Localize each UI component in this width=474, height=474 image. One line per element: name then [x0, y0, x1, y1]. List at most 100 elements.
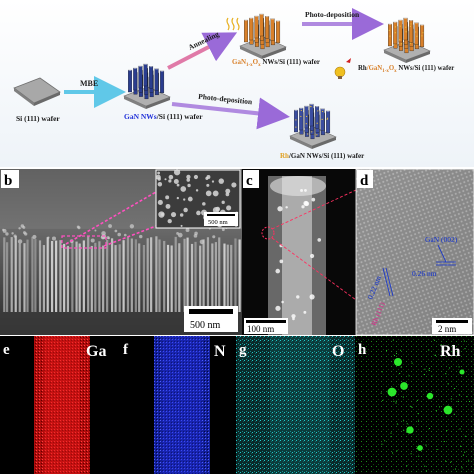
haadf-particle — [275, 305, 281, 311]
si-wafer-illustration — [13, 77, 61, 106]
panel-b-letter-bg — [1, 170, 19, 188]
rh-signal-dot — [423, 374, 425, 376]
sem-pillar — [31, 236, 34, 312]
rh-signal-dot — [399, 372, 401, 374]
inset-nanowire-top — [195, 189, 199, 192]
rh-signal-dot — [450, 461, 452, 463]
panel-d-letter: d — [360, 173, 369, 189]
nanowire-pillar — [270, 18, 275, 41]
sem-grain — [106, 236, 110, 240]
rh-map-particles — [380, 339, 470, 472]
inset-nanowire-top — [212, 190, 219, 197]
rh-signal-dot — [464, 348, 466, 350]
inset-nanowire-top — [205, 176, 209, 180]
sem-pillar — [87, 236, 90, 312]
sem-grain — [212, 235, 216, 239]
inset-nanowire-top — [170, 212, 177, 218]
nanowire-pillar — [414, 22, 419, 45]
sem-pillar — [75, 241, 78, 312]
rh-signal-dot — [396, 450, 398, 452]
sem-grain — [94, 229, 97, 232]
rh-signal-dot — [416, 399, 418, 401]
sem-pillar — [114, 245, 117, 312]
rh-signal-dot — [434, 355, 436, 357]
sem-pillar — [214, 242, 217, 312]
inset-nanowire-top — [206, 183, 210, 187]
rh-signal-dot — [400, 366, 402, 368]
panel-d-scalebar-label: 2 nm — [438, 324, 456, 334]
panel-c-scalebar-line — [246, 320, 286, 323]
nanowire-pillar — [294, 109, 298, 133]
rh-signal-dot — [457, 400, 459, 402]
rh-signal-dot — [454, 387, 456, 389]
rh-particle — [459, 369, 465, 375]
panel-h-letter: h — [358, 342, 367, 358]
nanowire-pillar — [259, 13, 264, 37]
inset-nanowire-top — [211, 180, 215, 183]
panel-b-scalebar-label: 500 nm — [190, 320, 221, 331]
inset-nanowire-top — [218, 178, 225, 184]
sem-grain — [13, 234, 17, 238]
inset-nanowire-top — [186, 174, 191, 180]
haadf-particle — [300, 189, 304, 192]
sem-pillar — [3, 237, 6, 312]
sem-pillar — [202, 239, 205, 312]
sem-pillar — [146, 238, 149, 312]
sem-pillar — [23, 243, 26, 312]
rh-signal-dot — [424, 465, 426, 467]
rh-signal-dot — [396, 423, 398, 425]
sem-pillar — [59, 240, 62, 312]
haadf-particle — [311, 197, 316, 202]
inset-nanowire-top — [161, 212, 165, 217]
nanowire-pillar — [254, 15, 259, 39]
inset-nanowire-top — [196, 210, 201, 216]
inset-nanowire-top — [186, 178, 191, 182]
inset-nanowire-top — [157, 199, 163, 205]
sem-pillar — [166, 244, 170, 312]
si-wafer-label: Si (111) wafer — [16, 114, 60, 123]
sem-grain — [199, 239, 205, 245]
haadf-particle — [304, 188, 307, 192]
light-bulb-icon — [334, 58, 351, 79]
rh-signal-dot — [382, 399, 384, 401]
sem-pillar — [98, 241, 101, 312]
sem-pillar — [14, 236, 17, 312]
sem-pillar — [6, 242, 9, 312]
inset-nanowire-top — [157, 171, 161, 175]
panel-e-letter: e — [3, 342, 10, 358]
panel-b-zoom-line-1 — [65, 191, 157, 245]
sem-pillar — [234, 238, 237, 312]
inset-nanowire-top — [179, 213, 184, 217]
inset-nanowire-top — [187, 196, 193, 202]
haadf-particle — [310, 253, 315, 259]
haadf-particle — [292, 317, 295, 321]
sem-pillar — [106, 239, 109, 312]
rh-spacing-mark-1 — [382, 267, 391, 297]
inset-nanowire-top — [173, 169, 181, 176]
nanowire-pillar — [138, 65, 143, 89]
rh-spacing-mark-2 — [385, 267, 394, 297]
rh-signal-dot — [417, 420, 419, 422]
inset-nanowire-top — [176, 196, 179, 200]
rh-particle — [426, 392, 434, 400]
sem-pillar — [226, 244, 229, 312]
inset-nanowire-top — [225, 188, 231, 194]
inset-nanowire-top — [156, 174, 161, 180]
rh-signal-dot — [393, 400, 395, 402]
haadf-particle — [304, 201, 310, 207]
nanowire-pillar — [403, 17, 408, 41]
rh-signal-dot — [403, 420, 405, 422]
rh-signal-dot — [449, 367, 451, 369]
sem-grain — [90, 238, 95, 243]
rh-signal-dot — [390, 432, 392, 434]
rh-signal-dot — [428, 367, 430, 369]
rh-signal-dot — [428, 427, 430, 429]
inset-nanowire-top — [202, 202, 206, 206]
inset-nanowire-top — [164, 178, 167, 181]
spacing-026-label: 0.26 nm — [412, 269, 437, 278]
rh-signal-dot — [462, 454, 464, 456]
sem-grain — [176, 232, 179, 235]
sem-pillar — [238, 239, 241, 312]
rh-particle — [400, 382, 408, 390]
